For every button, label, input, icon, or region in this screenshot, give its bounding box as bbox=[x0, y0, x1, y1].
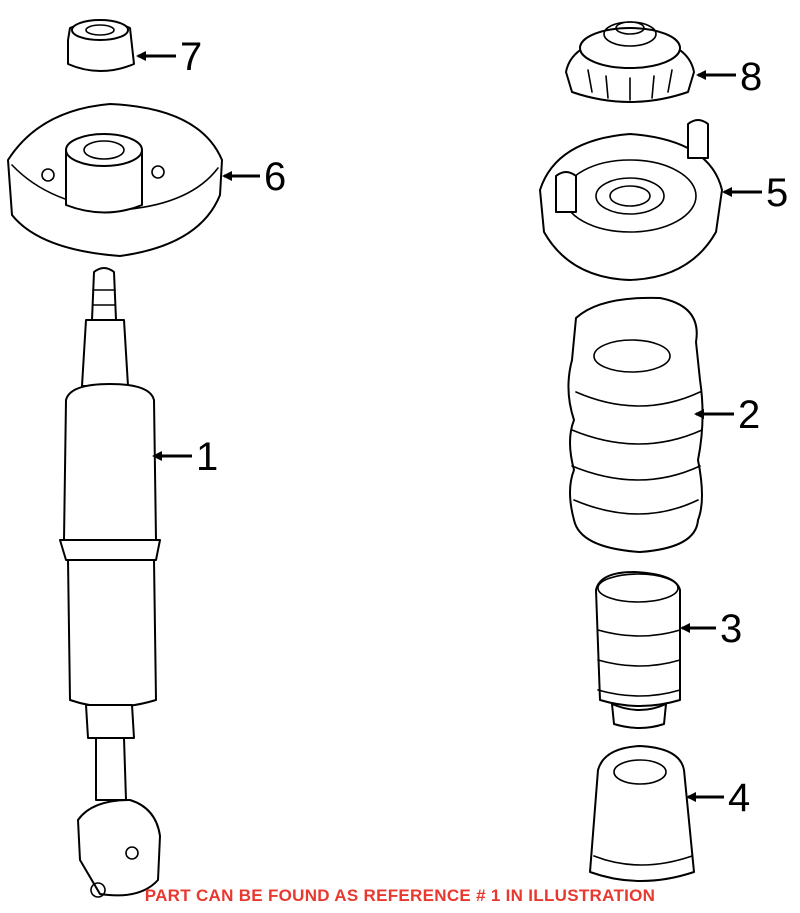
part-4-dust-boot bbox=[589, 745, 695, 882]
part-6-upper-mount-plate bbox=[7, 103, 223, 257]
callout-label-4: 4 bbox=[728, 776, 750, 820]
callout-label-8: 8 bbox=[740, 55, 762, 99]
part-5-strut-mount bbox=[539, 119, 723, 281]
reference-caption: PART CAN BE FOUND AS REFERENCE # 1 IN IL… bbox=[144, 886, 656, 905]
callout-arrows bbox=[136, 51, 762, 802]
part-3-bump-stop bbox=[595, 571, 681, 729]
callout-label-1: 1 bbox=[196, 435, 218, 479]
callout-label-5: 5 bbox=[766, 171, 788, 215]
callout-label-2: 2 bbox=[738, 393, 760, 437]
callout-label-6: 6 bbox=[264, 155, 286, 199]
callout-label-7: 7 bbox=[180, 35, 202, 79]
part-2-coil-spring bbox=[567, 296, 704, 553]
part-1-shock-absorber bbox=[59, 267, 161, 898]
callout-label-3: 3 bbox=[720, 607, 742, 651]
callout-labels: 7 6 1 8 5 2 3 4 bbox=[180, 35, 788, 820]
part-8-strut-bearing bbox=[565, 21, 695, 103]
part-7-bump-cap bbox=[67, 19, 135, 72]
